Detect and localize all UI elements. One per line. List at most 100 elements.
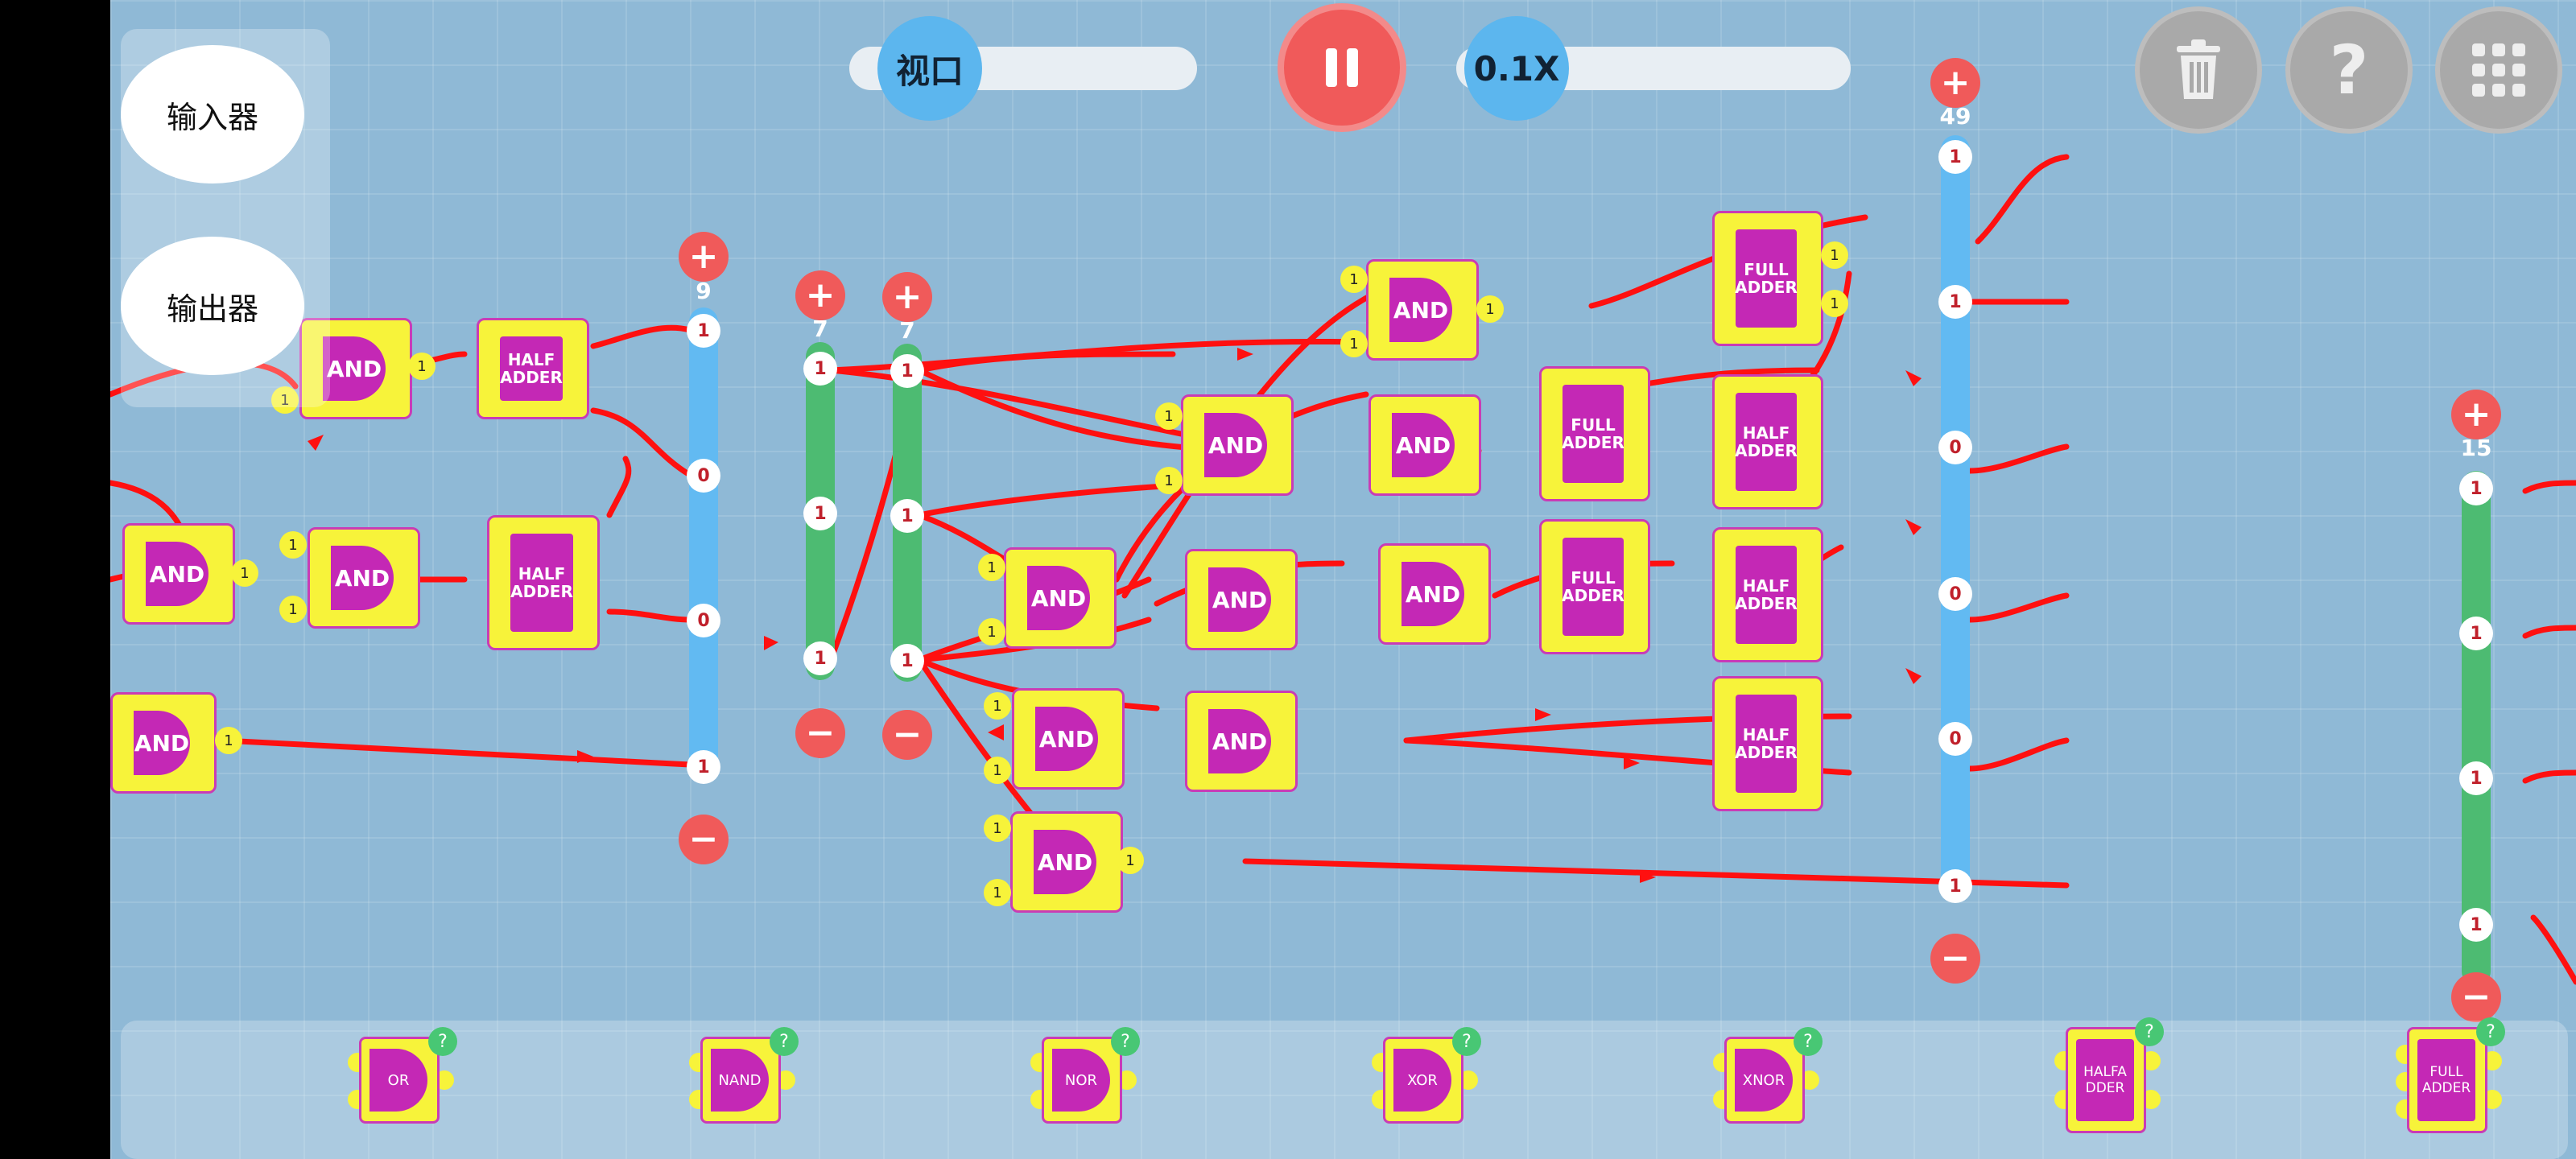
gate-pin[interactable]: 1 <box>279 596 307 623</box>
palette-nor-gate[interactable]: NOR ? <box>1030 1027 1140 1124</box>
gate-pin[interactable]: 1 <box>215 727 242 754</box>
and-gate[interactable]: AND <box>1181 394 1294 496</box>
add-node-button[interactable]: + <box>679 232 729 282</box>
gate-pin[interactable]: 1 <box>1821 290 1848 317</box>
help-badge[interactable]: ? <box>1794 1027 1823 1056</box>
and-gate[interactable]: AND <box>1185 549 1298 650</box>
add-node-button[interactable]: + <box>795 270 845 320</box>
gate-pin[interactable]: 1 <box>984 757 1011 784</box>
full-adder-gate[interactable]: FULL ADDER <box>1539 366 1650 501</box>
and-gate[interactable]: AND <box>1368 394 1481 496</box>
gate-pin[interactable]: 1 <box>231 559 258 587</box>
gate-pin[interactable]: 1 <box>984 879 1011 906</box>
and-gate[interactable]: AND <box>122 523 235 625</box>
output-node[interactable]: 0 <box>687 604 720 637</box>
gate-label: AND <box>1392 413 1455 477</box>
half-adder-gate[interactable]: HALF ADDER <box>1712 527 1823 662</box>
full-adder-gate[interactable]: FULL ADDER <box>1712 211 1823 346</box>
viewport-knob[interactable]: 视口 <box>877 16 982 121</box>
remove-node-button[interactable]: − <box>679 815 729 864</box>
output-node[interactable]: 1 <box>687 314 720 348</box>
menu-button[interactable] <box>2435 6 2562 134</box>
output-spawner-button[interactable]: 输出器 <box>121 237 304 375</box>
half-adder-gate[interactable]: HALF ADDER <box>477 318 589 419</box>
input-node[interactable]: 1 <box>890 499 924 533</box>
input-node[interactable]: 1 <box>890 354 924 388</box>
add-node-button[interactable]: + <box>1930 58 1980 108</box>
palette-nand-gate[interactable]: NAND ? <box>689 1027 799 1124</box>
gate-pin[interactable]: 1 <box>978 618 1005 645</box>
gate-pin[interactable]: 1 <box>1476 295 1504 323</box>
gate-pin[interactable]: 1 <box>1821 241 1848 269</box>
input-node[interactable]: 1 <box>803 641 837 675</box>
full-adder-gate[interactable]: FULL ADDER <box>1539 519 1650 654</box>
gate-pin[interactable]: 1 <box>1117 847 1144 874</box>
input-node[interactable]: 1 <box>2459 761 2493 795</box>
half-adder-gate[interactable]: HALF ADDER <box>1712 374 1823 509</box>
gate-pin[interactable]: 1 <box>978 554 1005 581</box>
and-gate[interactable]: AND <box>1378 543 1491 645</box>
output-node[interactable]: 1 <box>1938 869 1972 903</box>
wire-arrow <box>308 435 324 451</box>
help-badge[interactable]: ? <box>2476 1017 2505 1046</box>
help-badge[interactable]: ? <box>1111 1027 1140 1056</box>
output-node[interactable]: 1 <box>1938 140 1972 174</box>
gate-pin[interactable]: 1 <box>1155 467 1183 494</box>
gate-pin[interactable]: 1 <box>984 815 1011 842</box>
gate-pin[interactable]: 1 <box>1340 330 1368 357</box>
output-node[interactable]: 1 <box>1938 285 1972 319</box>
gate-pin[interactable]: 1 <box>271 386 299 414</box>
input-node[interactable]: 1 <box>2459 908 2493 942</box>
palette-half-adder[interactable]: HALFA DDER ? <box>2054 1017 2164 1133</box>
circuit-canvas[interactable]: AND HALF ADDER AND AND HALF ADDER AND AN… <box>110 0 2576 1159</box>
and-gate[interactable]: AND <box>1010 811 1123 913</box>
input-node[interactable]: 1 <box>2459 472 2493 505</box>
delete-button[interactable] <box>2135 6 2262 134</box>
input-node[interactable]: 1 <box>2459 617 2493 650</box>
and-gate[interactable]: AND <box>1366 259 1479 361</box>
half-adder-gate[interactable]: HALF ADDER <box>1712 676 1823 811</box>
input-spawner-button[interactable]: 输入器 <box>121 45 304 184</box>
remove-node-button[interactable]: − <box>795 708 845 758</box>
help-badge[interactable]: ? <box>770 1027 799 1056</box>
palette-xor-gate[interactable]: XOR ? <box>1372 1027 1481 1124</box>
gate-pin[interactable]: 1 <box>279 531 307 559</box>
input-node[interactable]: 1 <box>890 644 924 678</box>
add-node-button[interactable]: + <box>2451 390 2501 439</box>
gate-pin[interactable]: 1 <box>408 353 436 380</box>
palette-full-adder[interactable]: FULL ADDER ? <box>2396 1017 2505 1133</box>
output-node[interactable]: 1 <box>687 750 720 784</box>
and-gate[interactable]: AND <box>1185 691 1298 792</box>
input-node[interactable]: 1 <box>803 352 837 386</box>
output-node[interactable]: 0 <box>1938 431 1972 464</box>
and-gate[interactable]: AND <box>308 527 420 629</box>
output-node[interactable]: 0 <box>1938 577 1972 611</box>
and-gate[interactable]: AND <box>1004 547 1117 649</box>
and-gate[interactable]: AND <box>1012 688 1125 790</box>
gate-pin[interactable]: 1 <box>1340 266 1368 293</box>
add-node-button[interactable]: + <box>882 272 932 322</box>
gate-label: HALF ADDER <box>510 534 573 632</box>
output-node[interactable]: 0 <box>687 459 720 493</box>
help-button[interactable]: ? <box>2285 6 2413 134</box>
help-badge[interactable]: ? <box>428 1027 457 1056</box>
half-adder-gate[interactable]: HALF ADDER <box>487 515 600 650</box>
input-node[interactable]: 1 <box>803 497 837 530</box>
and-gate[interactable]: AND <box>110 692 217 794</box>
pause-button[interactable] <box>1278 3 1406 132</box>
speed-slider[interactable]: 0.1X <box>1456 16 1851 121</box>
palette-or-gate[interactable]: OR ? <box>348 1027 457 1124</box>
output-node[interactable]: 0 <box>1938 722 1972 756</box>
gate-pin[interactable]: 1 <box>1155 402 1183 430</box>
help-badge[interactable]: ? <box>1452 1027 1481 1056</box>
palette-xnor-gate[interactable]: XNOR ? <box>1713 1027 1823 1124</box>
remove-node-button[interactable]: − <box>1930 934 1980 984</box>
remove-node-button[interactable]: − <box>2451 972 2501 1022</box>
viewport-slider[interactable]: 视口 <box>849 16 1197 121</box>
output-count: 9 <box>696 278 712 304</box>
and-gate[interactable]: AND <box>299 318 412 419</box>
gate-pin[interactable]: 1 <box>984 692 1011 720</box>
remove-node-button[interactable]: − <box>882 710 932 760</box>
help-badge[interactable]: ? <box>2135 1017 2164 1046</box>
speed-knob[interactable]: 0.1X <box>1464 16 1569 121</box>
